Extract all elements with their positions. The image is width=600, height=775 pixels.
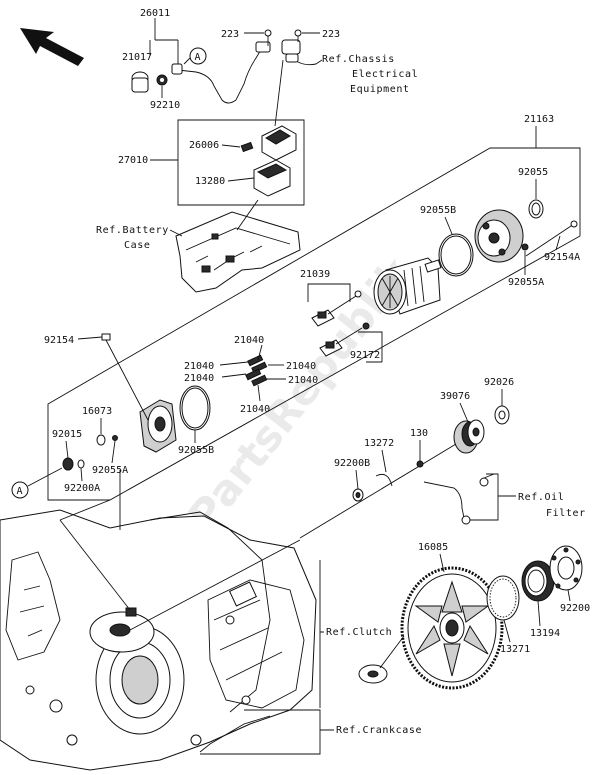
terminal-cap [131, 71, 149, 93]
starter-front-cover [139, 399, 177, 453]
clutch-ring-washer [358, 664, 388, 684]
brush-holder-21039 [311, 290, 363, 357]
label-130: 130 [410, 428, 428, 439]
label-26006: 26006 [189, 140, 219, 151]
label-223-a: 223 [221, 29, 239, 40]
one-way-clutch-13194 [521, 560, 555, 602]
label-92055a-top: 92055A [508, 277, 544, 288]
brush-21040-set [245, 354, 268, 387]
label-21040-e: 21040 [288, 375, 318, 386]
label-92055: 92055 [518, 167, 548, 178]
label-21040-a: 21040 [234, 335, 264, 346]
washer-92200a [77, 459, 85, 469]
o-ring-92055 [528, 199, 544, 219]
label-27010: 27010 [118, 155, 148, 166]
o-ring-16073 [96, 434, 106, 446]
idle-gear-39076 [453, 419, 485, 454]
battery-case [175, 211, 301, 293]
label-92200: 92200 [560, 603, 590, 614]
label-13271: 13271 [500, 644, 530, 655]
label-92015: 92015 [52, 429, 82, 440]
relay-cover [253, 159, 291, 197]
label-92154: 92154 [44, 335, 74, 346]
label-26011: 26011 [140, 8, 170, 19]
part-labels: 26011 21017 92210 223 223 27010 26006 13… [44, 8, 590, 655]
crankcase-bracket [200, 709, 334, 755]
brush-holder-bracket [307, 283, 351, 302]
ref-chassis-line1: Ref.Chassis [322, 54, 395, 65]
label-21040-f: 21040 [240, 404, 270, 415]
front-direction-arrow-icon [20, 28, 84, 66]
nut-bracket-92172 [358, 331, 383, 363]
starter-motor-body [373, 257, 442, 315]
bolt-223 [264, 29, 302, 46]
ref-clutch: Ref.Clutch [326, 627, 392, 638]
label-16085: 16085 [418, 542, 448, 553]
starter-end-cover [474, 209, 524, 263]
label-21163: 21163 [524, 114, 554, 125]
label-92055a-low: 92055A [92, 465, 128, 476]
reference-marker-a-low: A [11, 467, 63, 499]
oil-pipe [423, 473, 495, 525]
washer-92055a-low [112, 435, 118, 441]
label-92055b-low: 92055B [178, 445, 214, 456]
label-21039: 21039 [300, 269, 330, 280]
long-bolt-92154a [525, 220, 578, 257]
clutch-housing-92200 [549, 545, 583, 591]
label-223-b: 223 [322, 29, 340, 40]
label-13280: 13280 [195, 176, 225, 187]
nut-92172 [362, 322, 370, 330]
ref-battery-line2: Case [124, 240, 150, 251]
nut-92015 [62, 457, 74, 471]
label-21017: 21017 [122, 52, 152, 63]
label-39076: 39076 [440, 391, 470, 402]
starter-clutch-ring-13271 [486, 575, 520, 621]
label-21040-b: 21040 [184, 361, 214, 372]
starter-ring-gear-16085 [400, 566, 504, 690]
label-13272: 13272 [364, 438, 394, 449]
ref-crankcase: Ref.Crankcase [336, 725, 422, 736]
washer-92055a-top [521, 243, 529, 251]
ref-oil-filter-line2: Filter [546, 508, 586, 519]
reference-marker-a-top: A [183, 47, 207, 65]
ref-battery-line1: Ref.Battery [96, 225, 169, 236]
ref-chassis-line3: Equipment [350, 84, 410, 95]
marker-a-low-text: A [17, 486, 23, 497]
marker-a-top-text: A [195, 52, 201, 63]
washer-92200b [352, 488, 364, 502]
ref-chassis-line2: Electrical [352, 69, 418, 80]
label-92154a: 92154A [544, 252, 580, 263]
label-21040-c: 21040 [286, 361, 316, 372]
washer-92026 [494, 405, 510, 425]
ref-oil-filter-line1: Ref.Oil [518, 492, 564, 503]
nut [156, 74, 168, 86]
label-92210: 92210 [150, 100, 180, 111]
shaft-13272 [299, 443, 457, 539]
crankcase [0, 509, 317, 771]
reference-notes: Ref.Chassis Electrical Equipment Ref.Bat… [96, 54, 586, 736]
relay-group-bracket [177, 119, 305, 206]
o-ring-92055b [438, 233, 474, 277]
clutch-bracket [319, 560, 324, 708]
label-92055b-top: 92055B [420, 205, 456, 216]
label-13194: 13194 [530, 628, 560, 639]
fuse [240, 141, 254, 153]
label-92026: 92026 [484, 377, 514, 388]
starter-relay [261, 125, 297, 161]
starter-cable-assembly [171, 39, 323, 127]
label-92200b: 92200B [334, 458, 370, 469]
label-92200a: 92200A [64, 483, 100, 494]
label-16073: 16073 [82, 406, 112, 417]
label-92172: 92172 [350, 350, 380, 361]
o-ring-92055b-low [179, 385, 211, 431]
snap-ring-130 [375, 460, 424, 487]
oil-filter-bracket [470, 473, 516, 521]
label-21040-d: 21040 [184, 373, 214, 384]
starter-motor-group-box [47, 147, 581, 501]
